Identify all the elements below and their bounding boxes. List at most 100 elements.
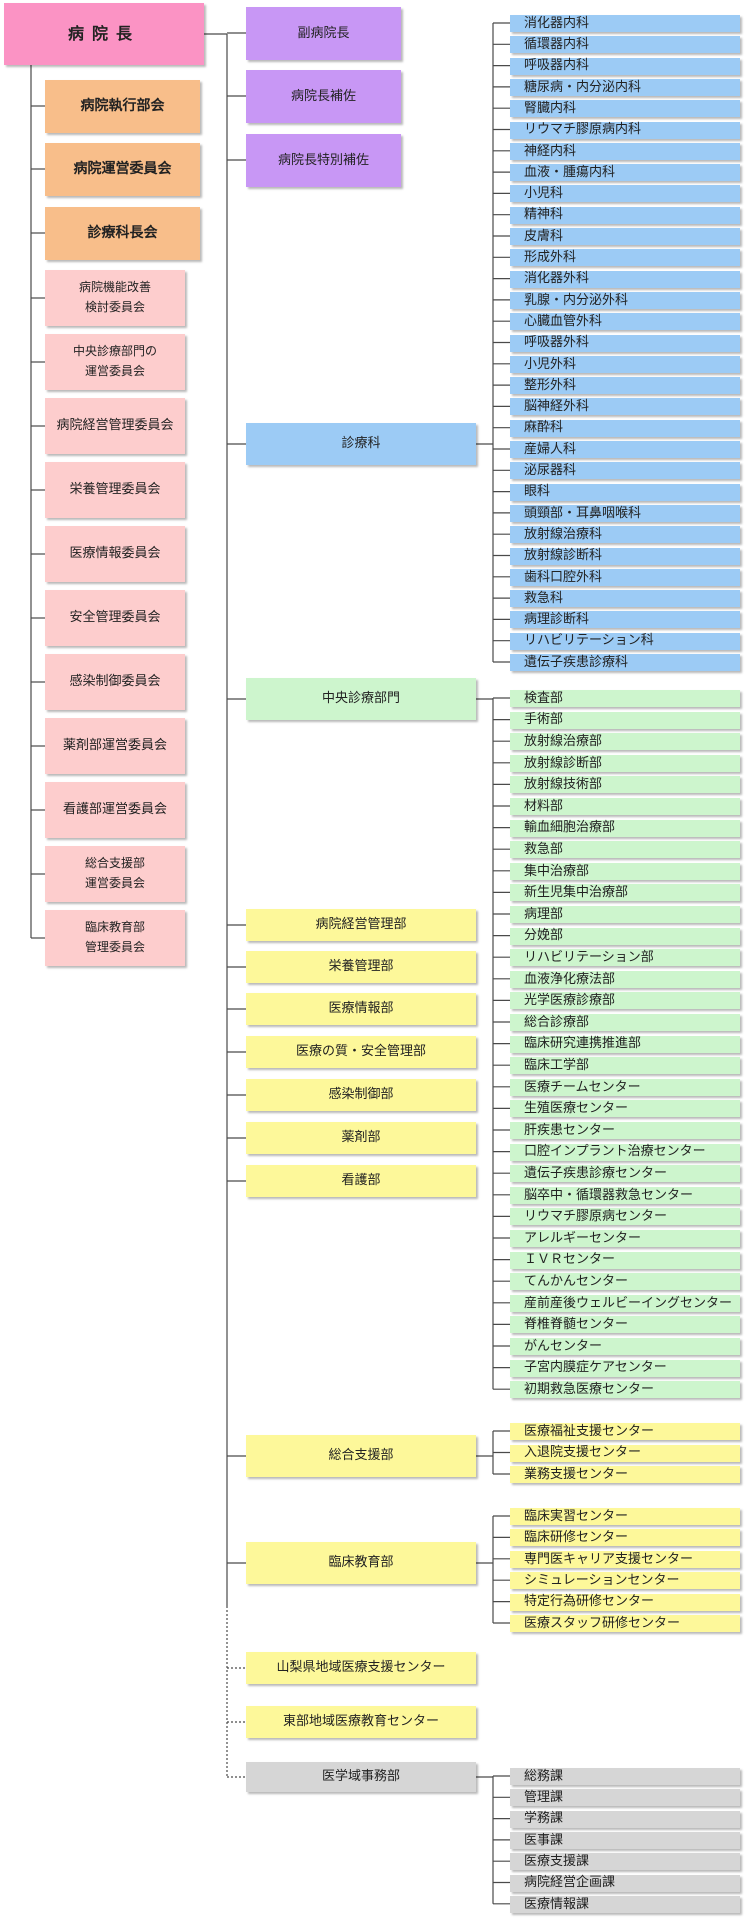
committee-box: 薬剤部運営委員会 (45, 718, 185, 774)
shinryoka-item: 産婦人科 (510, 441, 740, 458)
shinryoka-item: 眼科 (510, 483, 740, 501)
chuo-item: 血液浄化療法部 (510, 970, 740, 988)
chuo-title-box: 中央診療部門 (246, 678, 476, 720)
shinryoka-item: 呼吸器内科 (510, 57, 740, 75)
chuo-item: 放射線技術部 (510, 776, 740, 794)
rinsho-item: 臨床実習センター (510, 1508, 740, 1525)
jimu-item: 医療支援課 (510, 1853, 740, 1871)
jimu-item: 総務課 (510, 1768, 740, 1785)
shinryoka-item: 皮膚科 (510, 228, 740, 245)
chuo-item: 光学医療診療部 (510, 992, 740, 1010)
shinryoka-item: 腎臓内科 (510, 100, 740, 118)
advisor-box: 病院長特別補佐 (246, 134, 401, 187)
chuo-item: てんかんセンター (510, 1273, 740, 1291)
shinryoka-item: リハビリテーション科 (510, 632, 740, 650)
department-box: 医療の質・安全管理部 (246, 1036, 476, 1068)
chuo-item: ＩＶＲセンター (510, 1251, 740, 1269)
committee-box: 中央診療部門の 運営委員会 (45, 334, 185, 390)
chuo-item: 新生児集中治療部 (510, 884, 740, 902)
sogo-item: 入退院支援センター (510, 1444, 740, 1462)
sogo-title-box: 総合支援部 (246, 1435, 476, 1477)
shinryoka-item: リウマチ膠原病内科 (510, 121, 740, 139)
shinryoka-item: 精神科 (510, 206, 740, 224)
committee-box: 栄養管理委員会 (45, 462, 185, 518)
advisor-box: 副病院長 (246, 7, 401, 60)
shinryoka-item: 脳神経外科 (510, 398, 740, 416)
advisor-box: 病院長補佐 (246, 70, 401, 123)
committee-box: 医療情報委員会 (45, 526, 185, 582)
jimu-item: 学務課 (510, 1810, 740, 1828)
chuo-item: リハビリテーション部 (510, 949, 740, 967)
chuo-item: 輸血細胞治療部 (510, 819, 740, 837)
shinryoka-item: 救急科 (510, 590, 740, 608)
shinryoka-item: 病理診断科 (510, 611, 740, 629)
chuo-item: 放射線診断部 (510, 754, 740, 772)
department-box: 病院経営管理部 (246, 909, 476, 941)
department-box: 看護部 (246, 1165, 476, 1197)
shinryoka-item: 呼吸器外科 (510, 334, 740, 352)
shinryoka-item: 遺伝子疾患診療科 (510, 654, 740, 671)
council-box: 病院執行部会 (45, 80, 200, 133)
chuo-item: 分娩部 (510, 927, 740, 945)
committee-box: 看護部運営委員会 (45, 782, 185, 838)
shinryoka-item: 神経内科 (510, 142, 740, 160)
jimu-item: 管理課 (510, 1789, 740, 1807)
shinryoka-item: 小児外科 (510, 355, 740, 373)
chuo-item: 口腔インプラント治療センター (510, 1143, 740, 1161)
council-box: 病院運営委員会 (45, 143, 200, 196)
rinsho-item: 臨床研修センター (510, 1529, 740, 1547)
shinryoka-item: 整形外科 (510, 377, 740, 395)
shinryoka-item: 循環器内科 (510, 36, 740, 54)
director-box: 病院長 (4, 3, 204, 65)
shinryoka-item: 放射線治療科 (510, 526, 740, 544)
rinsho-title-box: 臨床教育部 (246, 1542, 476, 1584)
chuo-item: 救急部 (510, 841, 740, 859)
sogo-item: 医療福祉支援センター (510, 1423, 740, 1440)
chuo-item: リウマチ膠原病センター (510, 1208, 740, 1226)
rinsho-item: 医療スタッフ研修センター (510, 1615, 740, 1632)
committee-box: 臨床教育部 管理委員会 (45, 910, 185, 966)
shinryoka-item: 乳腺・内分泌外科 (510, 291, 740, 309)
rinsho-item: 特定行為研修センター (510, 1593, 740, 1611)
chuo-item: 材料部 (510, 798, 740, 815)
department-box: 薬剤部 (246, 1122, 476, 1154)
center-box: 東部地域医療教育センター (246, 1706, 476, 1738)
council-box: 診療科長会 (45, 207, 200, 260)
chuo-item: 臨床研究連携推進部 (510, 1035, 740, 1053)
chuo-item: 産前産後ウェルビーイングセンター (510, 1294, 740, 1312)
department-box: 栄養管理部 (246, 951, 476, 983)
chuo-item: 脳卒中・循環器救急センター (510, 1186, 740, 1204)
sogo-item: 業務支援センター (510, 1466, 740, 1483)
chuo-item: がんセンター (510, 1338, 740, 1355)
shinryoka-item: 消化器外科 (510, 270, 740, 288)
chuo-item: 医療チームセンター (510, 1078, 740, 1096)
shinryoka-item: 頭頸部・耳鼻咽喉科 (510, 504, 740, 522)
chuo-item: 子宮内膜症ケアセンター (510, 1359, 740, 1377)
committee-box: 総合支援部 運営委員会 (45, 846, 185, 902)
shinryoka-title-box: 診療科 (246, 423, 476, 465)
rinsho-item: 専門医キャリア支援センター (510, 1550, 740, 1568)
shinryoka-item: 放射線診断科 (510, 547, 740, 565)
shinryoka-item: 血液・腫瘍内科 (510, 164, 740, 182)
rinsho-item: シミュレーションセンター (510, 1572, 740, 1590)
committee-box: 安全管理委員会 (45, 590, 185, 646)
shinryoka-item: 心臓血管外科 (510, 313, 740, 331)
department-box: 医療情報部 (246, 993, 476, 1025)
chuo-item: アレルギーセンター (510, 1230, 740, 1247)
committee-box: 感染制御委員会 (45, 654, 185, 710)
chuo-item: 肝疾患センター (510, 1122, 740, 1139)
shinryoka-item: 歯科口腔外科 (510, 568, 740, 586)
committee-box: 病院機能改善 検討委員会 (45, 270, 185, 326)
jimu-item: 医療情報課 (510, 1895, 740, 1913)
jimu-item: 医事課 (510, 1831, 740, 1849)
chuo-item: 病理部 (510, 906, 740, 923)
shinryoka-item: 麻酔科 (510, 419, 740, 437)
shinryoka-item: 糖尿病・内分泌内科 (510, 78, 740, 96)
jimu-item: 病院経営企画課 (510, 1874, 740, 1892)
jimu-title-box: 医学域事務部 (246, 1762, 476, 1792)
chuo-item: 初期救急医療センター (510, 1381, 740, 1399)
committee-box: 病院経営管理委員会 (45, 398, 185, 454)
shinryoka-item: 泌尿器科 (510, 462, 740, 480)
chuo-item: 脊椎脊髄センター (510, 1316, 740, 1334)
chuo-item: 手術部 (510, 711, 740, 729)
